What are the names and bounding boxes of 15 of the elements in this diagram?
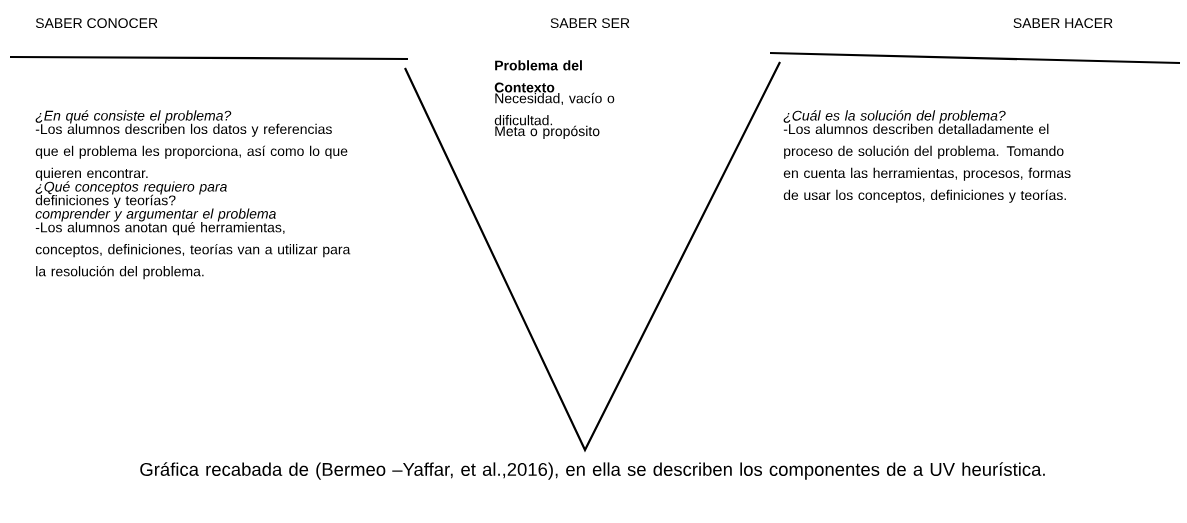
question-text: ¿Cuál es la solución del problema?	[783, 110, 1006, 124]
paragraph-text: -Los alumnos describen los datos y referencias que el problema les proporciona, así como lo que quieren encontrar.	[35, 123, 348, 181]
question-text: comprender y argumentar el problema	[35, 208, 276, 222]
heading-text: SABER HACER	[1013, 18, 1113, 29]
paragraph-text: Meta o propósito	[495, 125, 600, 139]
paragraph-text: -Los alumnos anotan qué herramientas, conceptos, definiciones, teorías van a utilizar para la resolución del problema.	[35, 221, 351, 280]
paragraph-text: Necesidad, vacío o dificultad.	[494, 92, 615, 126]
caption-text: Gráfica recabada de (Bermeo –Yaffar, et al.,2016), en ella se describen los componentes de a UV heurística.	[140, 462, 1045, 480]
heading-text: Problema del Contexto	[494, 60, 582, 93]
paragraph-text: -Los alumnos describen detalladamente el proceso de solución del problema. Tomando en cuenta las herramientas, procesos, formas de usar los conceptos, definiciones y teorías.	[783, 123, 1071, 203]
question-text: ¿En qué consiste el problema?	[35, 110, 232, 124]
heading-text: SABER SER	[550, 18, 630, 29]
paragraph-text: definiciones y teorías?	[35, 194, 176, 209]
heading-text: SABER CONOCER	[35, 18, 158, 29]
question-text: ¿Qué conceptos requiero para	[35, 181, 227, 195]
